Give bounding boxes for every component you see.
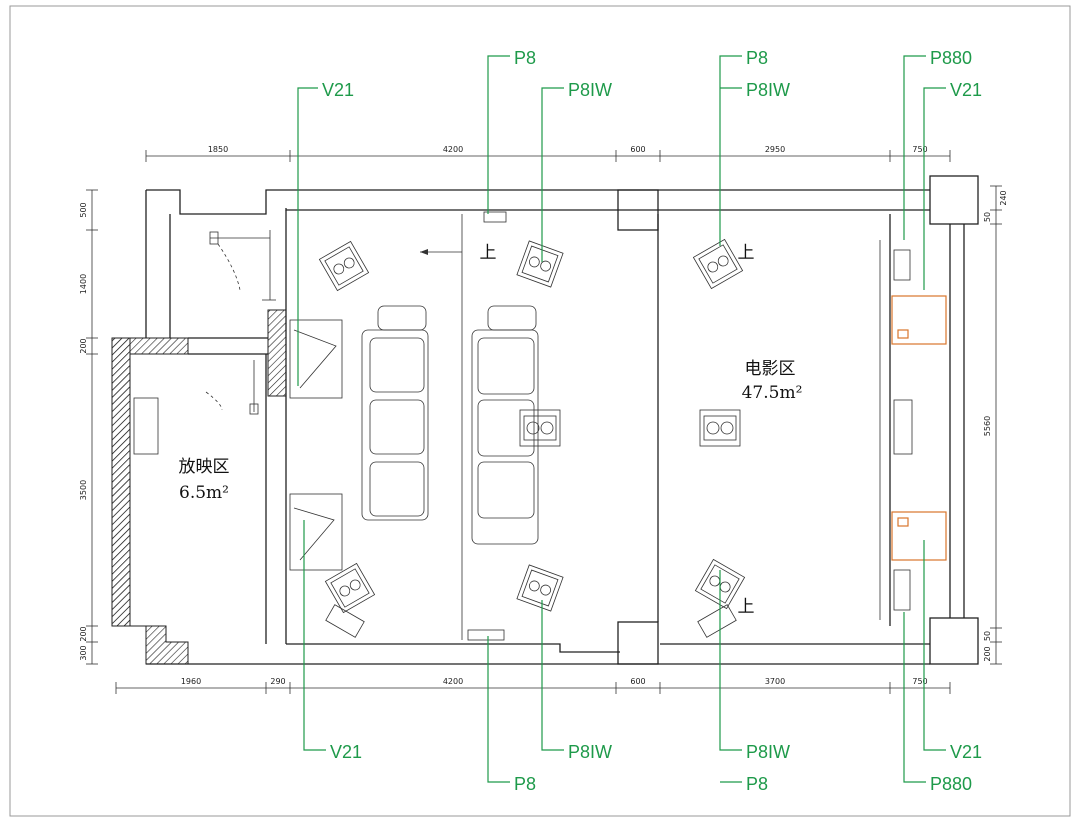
speaker-icon bbox=[516, 240, 564, 288]
dim-right-3: 5560 bbox=[983, 416, 992, 436]
speaker-p880-top bbox=[891, 295, 947, 345]
dim-left-6: 300 bbox=[79, 645, 88, 660]
dim-right-5: 200 bbox=[983, 646, 992, 661]
callout-bottom-v21-right: V21 bbox=[950, 742, 982, 762]
dim-bottom-1: 1960 bbox=[181, 677, 201, 686]
dimension-right: 240 50 5560 50 200 bbox=[983, 185, 1008, 665]
speaker-p880-bottom bbox=[891, 511, 947, 561]
callout-bottom-p8-a: P8 bbox=[514, 774, 536, 794]
dim-top-2: 4200 bbox=[443, 145, 463, 154]
speaker-icon bbox=[318, 240, 370, 292]
speaker-icon bbox=[324, 562, 376, 614]
speaker-v21-top bbox=[289, 319, 343, 399]
projection-zone-name: 放映区 bbox=[179, 457, 230, 477]
speaker-icon bbox=[692, 238, 744, 290]
speaker-v21-bottom bbox=[289, 493, 343, 571]
callout-leaders bbox=[297, 55, 946, 783]
dim-right-1: 240 bbox=[999, 190, 1008, 205]
dim-bottom-2: 290 bbox=[270, 677, 285, 686]
speakers bbox=[289, 211, 947, 641]
speaker-icon bbox=[516, 564, 564, 612]
projection-zone-area: 6.5m² bbox=[179, 483, 229, 503]
dim-top-3: 600 bbox=[630, 145, 645, 154]
speaker-icon bbox=[694, 558, 746, 610]
cinema-zone-name: 电影区 bbox=[745, 359, 796, 379]
dim-top-1: 1850 bbox=[208, 145, 228, 154]
callout-top-p8iw-a: P8IW bbox=[568, 80, 612, 100]
dim-right-2: 50 bbox=[983, 212, 992, 222]
callout-bottom-left-v21: V21 bbox=[330, 742, 362, 762]
callout-top-p8-b: P8 bbox=[746, 48, 768, 68]
callout-labels: V21 P8 P8IW P8 P8IW P880 V21 V21 P8IW P8… bbox=[322, 48, 982, 794]
dim-bottom-4: 600 bbox=[630, 677, 645, 686]
seating-front bbox=[361, 305, 429, 521]
dim-right-4: 50 bbox=[983, 631, 992, 641]
callout-top-p880: P880 bbox=[930, 48, 972, 68]
callout-top-left-v21: V21 bbox=[322, 80, 354, 100]
callout-top-p8-a: P8 bbox=[514, 48, 536, 68]
cinema-zone-area: 47.5m² bbox=[742, 383, 803, 403]
dim-left-4: 3500 bbox=[79, 480, 88, 500]
dim-left-3: 200 bbox=[79, 338, 88, 353]
dim-left-5: 200 bbox=[79, 626, 88, 641]
dim-left-2: 1400 bbox=[79, 274, 88, 294]
speaker-icon bbox=[519, 409, 561, 447]
seating-back bbox=[471, 305, 539, 545]
door-swings bbox=[133, 230, 276, 455]
up-marker: 上 bbox=[738, 243, 755, 263]
dimension-left: 500 1400 200 3500 200 300 bbox=[79, 189, 98, 665]
callout-bottom-p880: P880 bbox=[930, 774, 972, 794]
dim-top-5: 750 bbox=[912, 145, 927, 154]
building-walls bbox=[111, 175, 979, 665]
drawing-frame bbox=[9, 5, 1071, 817]
dim-bottom-5: 3700 bbox=[765, 677, 785, 686]
callout-top-v21-right: V21 bbox=[950, 80, 982, 100]
dim-left-1: 500 bbox=[79, 202, 88, 217]
up-marker: 上 bbox=[480, 243, 497, 263]
dim-bottom-6: 750 bbox=[912, 677, 927, 686]
callout-bottom-p8iw-a: P8IW bbox=[568, 742, 612, 762]
dim-bottom-3: 4200 bbox=[443, 677, 463, 686]
dimension-bottom: 1960 290 4200 600 3700 750 bbox=[115, 677, 951, 694]
callout-top-p8iw-b: P8IW bbox=[746, 80, 790, 100]
callout-bottom-p8iw-b: P8IW bbox=[746, 742, 790, 762]
dimension-top: 1850 4200 600 2950 750 bbox=[145, 145, 951, 162]
dim-top-4: 2950 bbox=[765, 145, 785, 154]
callout-bottom-p8-b: P8 bbox=[746, 774, 768, 794]
speaker-icon bbox=[699, 409, 741, 447]
up-marker: 上 bbox=[738, 597, 755, 617]
